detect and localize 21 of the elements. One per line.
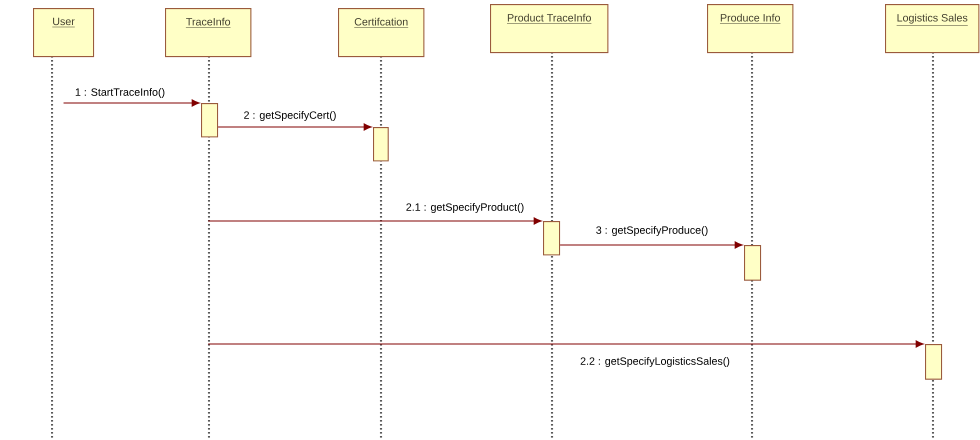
message-label: 1 : StartTraceInfo()	[74, 86, 166, 100]
lifeline-header-box: User	[33, 8, 94, 58]
message-arrow	[218, 123, 372, 131]
message-label: 2.2 : getSpecifyLogisticsSales()	[578, 356, 732, 368]
lifeline-header-box: Produce Info	[707, 4, 794, 54]
message-label: 2.1 : getSpecifyProduct()	[404, 202, 526, 214]
lifeline-header-box: Logistics Sales	[885, 4, 980, 54]
message-arrow	[208, 340, 924, 348]
activation-bar	[925, 344, 942, 380]
message-arrow	[64, 99, 200, 107]
message-arrow	[208, 217, 542, 225]
activation-bar	[201, 103, 218, 138]
lifeline-header-box: Certifcation	[338, 8, 424, 58]
activation-bar	[373, 127, 389, 162]
activation-bar	[543, 221, 560, 256]
message-arrow	[560, 241, 743, 249]
lifeline-header-box: TraceInfo	[165, 8, 252, 58]
message-label: 3 : getSpecifyProduce()	[594, 224, 710, 238]
activation-bar	[744, 245, 762, 281]
lifeline-header-box: Product TraceInfo	[490, 4, 608, 54]
message-label: 2 : getSpecifyCert()	[242, 110, 338, 122]
